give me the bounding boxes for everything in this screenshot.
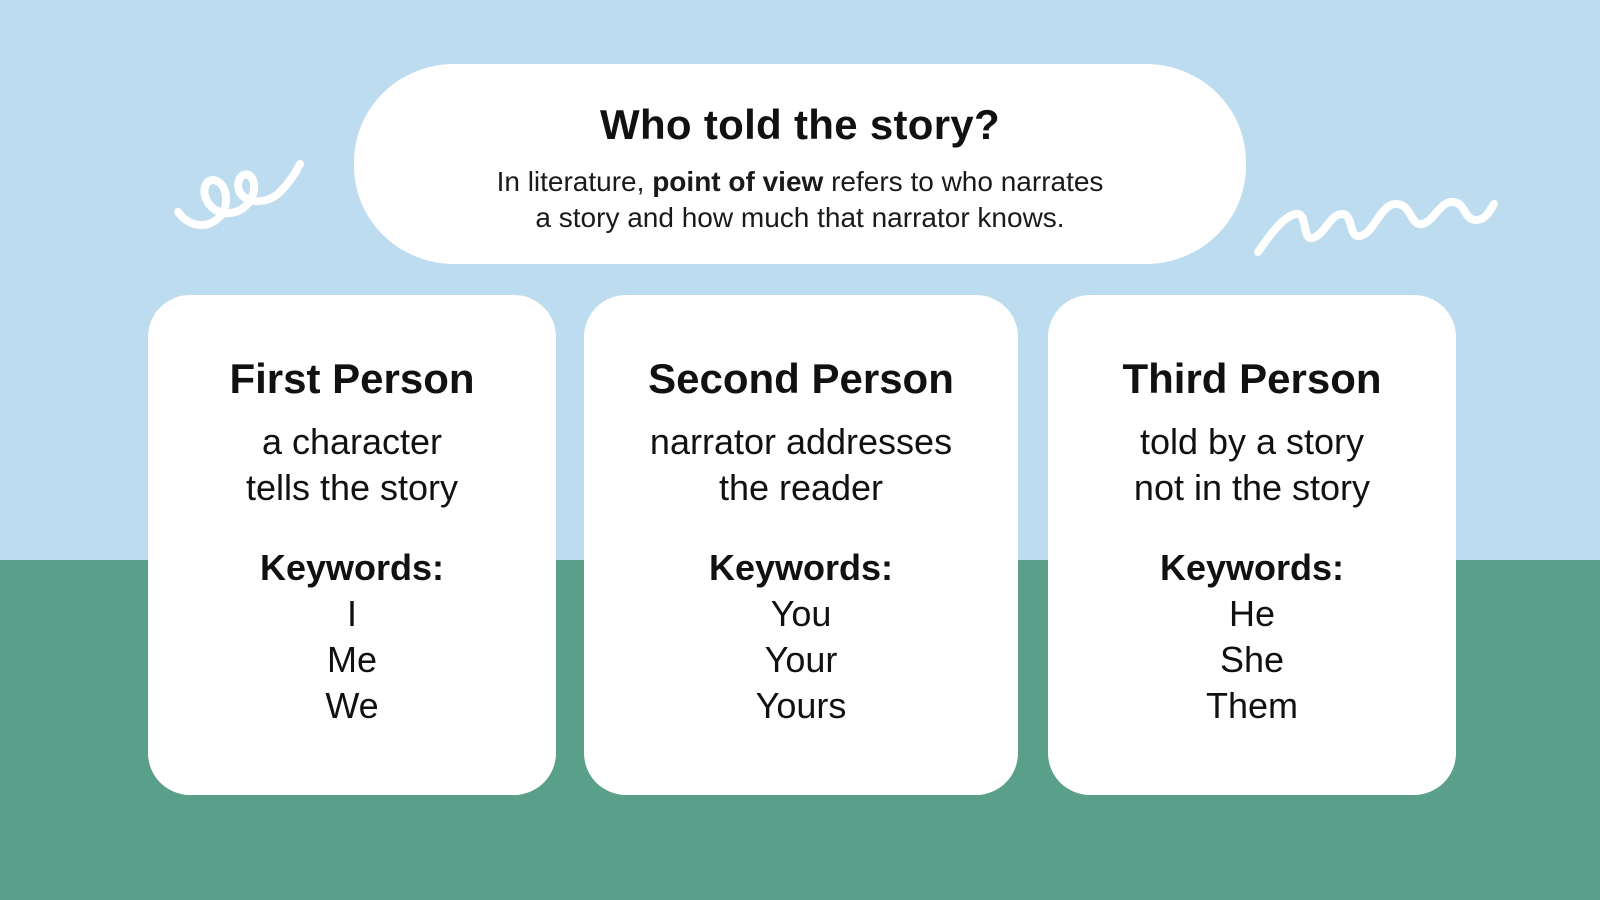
keywords-label: Keywords: <box>708 547 894 588</box>
keywords-list: I Me We <box>148 591 556 729</box>
keyword-item: Yours <box>755 685 847 726</box>
card-description: told by a story not in the story <box>1048 419 1456 511</box>
keywords-list: He She Them <box>1048 591 1456 729</box>
card-desc-line: the reader <box>718 467 884 508</box>
card-desc-line: told by a story <box>1139 421 1365 462</box>
keyword-item: I <box>346 593 357 634</box>
header-desc-bold: point of view <box>652 166 824 197</box>
header-desc-line2: a story and how much that narrator knows… <box>535 202 1065 233</box>
left-loop-squiggle-icon <box>174 160 304 229</box>
keywords-list: You Your Yours <box>584 591 1018 729</box>
keyword-item: Your <box>764 639 838 680</box>
keyword-item: You <box>770 593 832 634</box>
card-second-person: Second Person narrator addresses the rea… <box>584 295 1018 795</box>
card-title: Third Person <box>1122 355 1382 402</box>
keywords-label: Keywords: <box>1159 547 1345 588</box>
keyword-item: We <box>325 685 379 726</box>
right-wave-squiggle-icon <box>1254 198 1498 256</box>
card-description: a character tells the story <box>148 419 556 511</box>
card-desc-line: a character <box>261 421 443 462</box>
keywords-label: Keywords: <box>259 547 445 588</box>
header-bubble: Who told the story? In literature, point… <box>354 64 1246 264</box>
card-title: First Person <box>229 355 475 402</box>
keyword-item: Me <box>326 639 377 680</box>
card-third-person: Third Person told by a story not in the … <box>1048 295 1456 795</box>
keyword-item: She <box>1219 639 1285 680</box>
header-desc-pre: In literature, <box>496 166 653 197</box>
card-desc-line: narrator addresses <box>649 421 953 462</box>
card-title: Second Person <box>648 355 954 402</box>
card-desc-line: not in the story <box>1133 467 1371 508</box>
page-title: Who told the story? <box>600 101 1000 148</box>
keyword-item: Them <box>1205 685 1299 726</box>
card-desc-line: tells the story <box>245 467 459 508</box>
header-description: In literature, point of view refers to w… <box>354 164 1246 236</box>
header-desc-post: refers to who narrates <box>823 166 1104 197</box>
keyword-item: He <box>1228 593 1276 634</box>
card-first-person: First Person a character tells the story… <box>148 295 556 795</box>
card-description: narrator addresses the reader <box>584 419 1018 511</box>
